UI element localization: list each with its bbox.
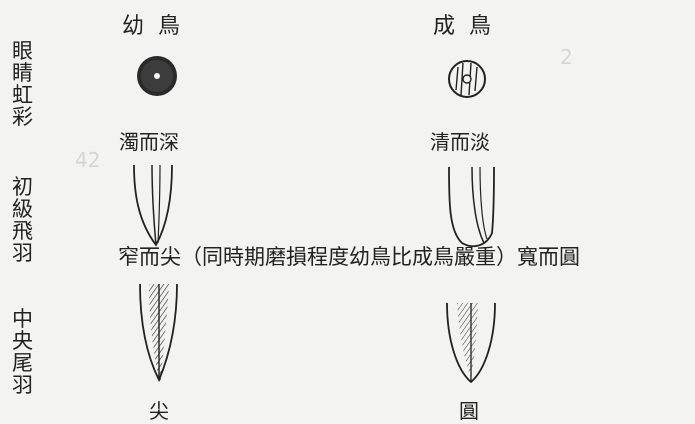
tail-juvenile-label: 尖	[149, 399, 169, 423]
side-label-iris: 眼睛虹彩	[12, 40, 38, 128]
iris-adult-label: 清而淡	[430, 130, 490, 154]
side-label-tail: 中央尾羽	[12, 308, 38, 396]
primaries-caption-left: 窄而尖	[118, 245, 181, 269]
juvenile-primary-feather-icon	[133, 164, 173, 247]
bleed-through-mark: 42	[75, 148, 101, 172]
adult-tail-feather-icon	[446, 302, 496, 384]
side-label-tail-text: 中央尾羽	[12, 307, 33, 397]
adult-eye-icon	[448, 60, 486, 98]
header-adult: 成鳥	[433, 14, 506, 39]
primaries-caption-middle: （同時期磨損程度幼鳥比成鳥嚴重）	[181, 245, 517, 269]
side-label-primaries: 初級飛羽	[12, 176, 38, 264]
iris-juvenile-label: 濁而深	[119, 130, 179, 154]
primaries-caption-right: 寬而圓	[517, 245, 580, 269]
adult-primary-feather-icon	[448, 166, 495, 248]
juvenile-eye-icon	[137, 56, 177, 96]
side-label-primaries-text: 初級飛羽	[12, 175, 33, 265]
juvenile-tail-feather-icon	[139, 283, 178, 383]
bleed-through-mark: 2	[560, 45, 573, 69]
side-label-iris-text: 眼睛虹彩	[12, 39, 33, 129]
primaries-caption: 窄而尖（同時期磨損程度幼鳥比成鳥嚴重）寬而圓	[118, 241, 580, 271]
header-juvenile: 幼鳥	[122, 14, 195, 39]
tail-adult-label: 圓	[459, 399, 479, 423]
